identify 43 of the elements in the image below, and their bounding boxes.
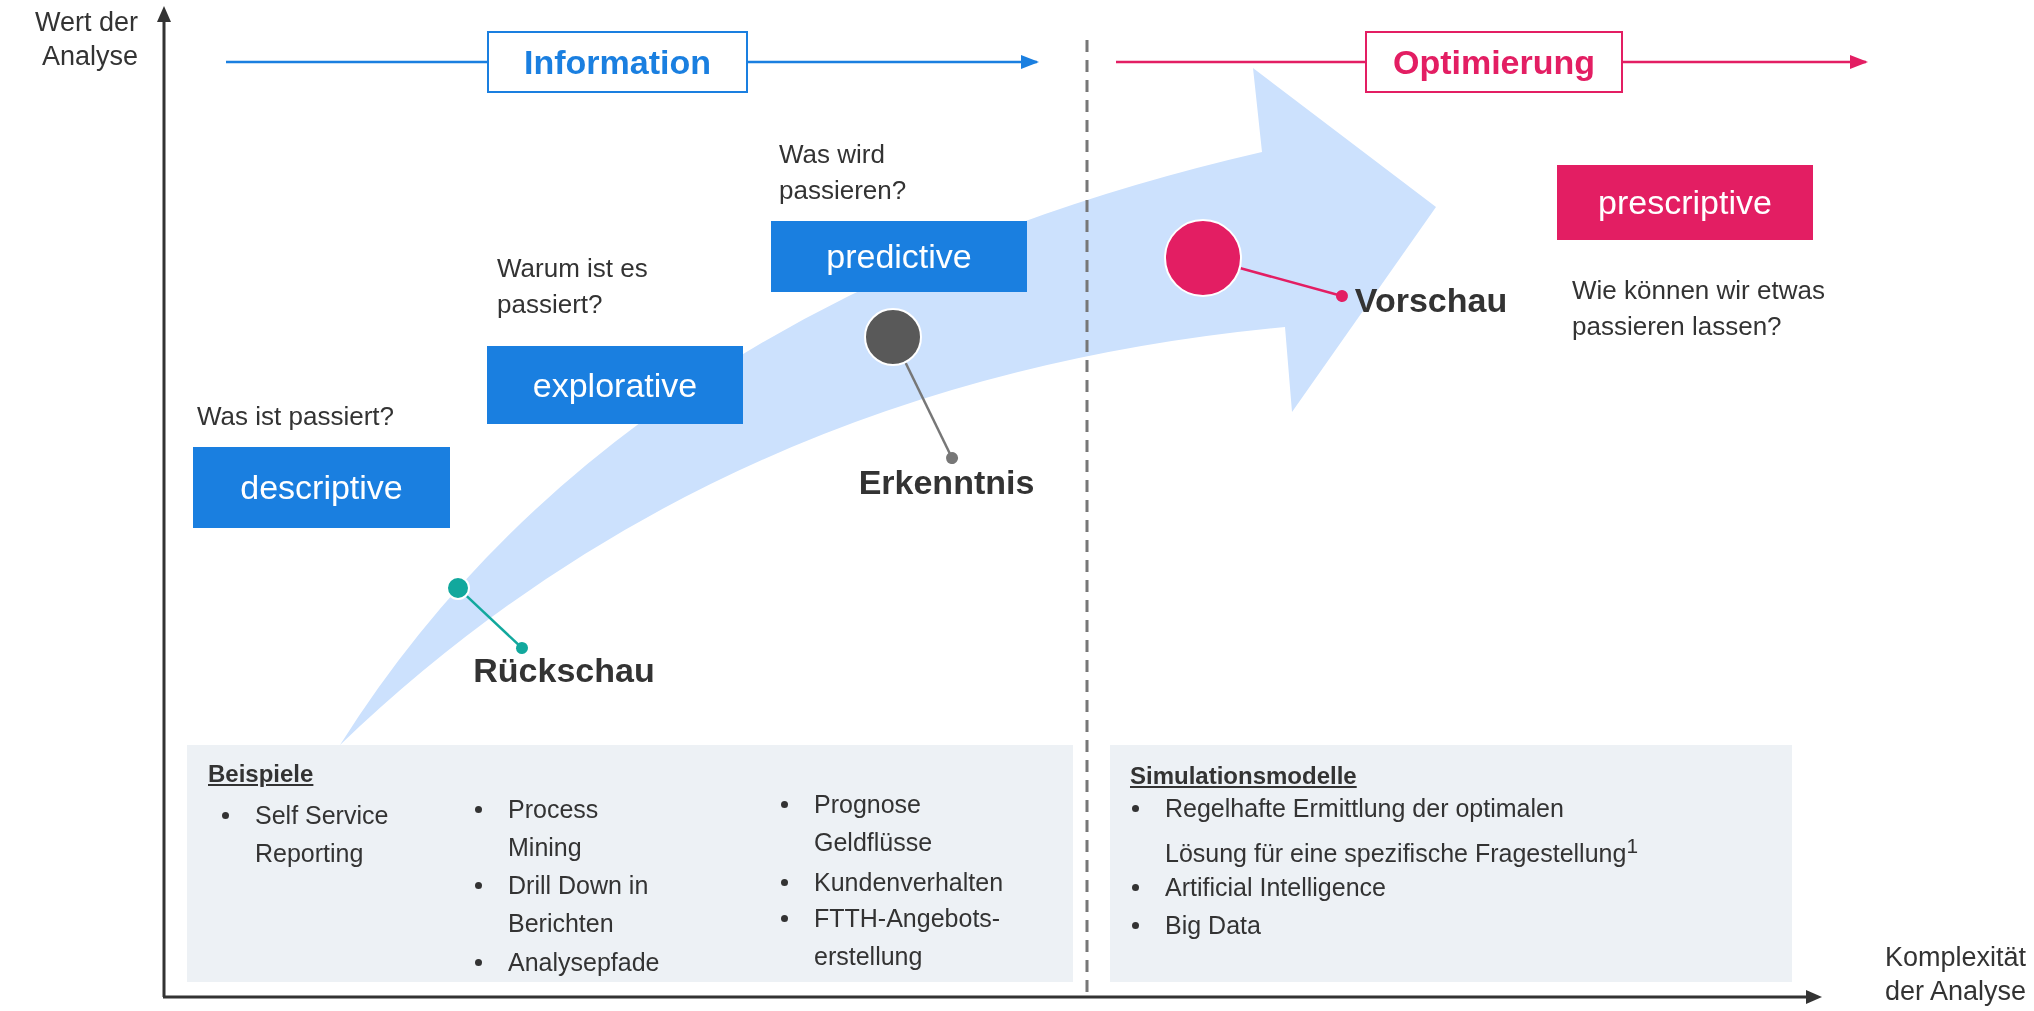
list-item: Artificial Intelligence <box>1165 872 1386 903</box>
phase-box <box>1365 31 1623 93</box>
list-item: Kundenverhalten <box>814 867 1004 898</box>
category-label: descriptive <box>240 468 403 507</box>
callout-label: Vorschau <box>1354 280 1508 320</box>
question-text: Wie können wir etwas passieren lassen? <box>1572 274 1826 343</box>
list-item: Big Data <box>1165 910 1261 941</box>
leader-line <box>904 362 958 464</box>
leader-line <box>465 595 528 654</box>
callout-label: Erkenntnis <box>858 462 1035 502</box>
category-label: predictive <box>826 237 972 276</box>
axis-label: Wert der Analyse <box>33 6 138 73</box>
category-box <box>487 346 743 424</box>
list-item: FTTH-Angebots-erstellung <box>814 903 1002 972</box>
list-item: Process Mining <box>508 794 600 863</box>
list-item: Regelhafte Ermittlung der optimalen Lösung für eine spezifische Fragestellung$^{1}$ <box>1165 793 1639 870</box>
arrow <box>748 55 1039 69</box>
list-item: Analysepfade <box>508 947 660 978</box>
callout-label: Rückschau <box>473 650 655 690</box>
category-label: explorative <box>532 365 698 405</box>
list-item: Prognose Geldflüsse <box>814 789 934 858</box>
category-label: prescriptive <box>1598 183 1772 222</box>
question-text: Warum ist es passiert? <box>497 252 649 321</box>
arrow <box>1623 55 1868 69</box>
list-item: Self Service Reporting <box>255 800 390 869</box>
leader-line <box>1240 267 1348 302</box>
panel-heading: Simulationsmodelle <box>1130 761 1357 791</box>
question-text: Was ist passiert? <box>197 400 394 433</box>
marker-dot <box>446 576 470 600</box>
category-box <box>1557 165 1813 240</box>
axis-label: Komplexität der Analyse <box>1883 941 2026 1008</box>
category-box <box>771 221 1027 292</box>
phase-box <box>487 31 748 93</box>
category-box <box>193 447 450 528</box>
examples-panel <box>187 745 1073 982</box>
phase-label: Information <box>524 42 711 82</box>
connector-line <box>226 60 487 64</box>
examples-panel <box>1110 745 1792 982</box>
panel-heading: Beispiele <box>208 759 314 789</box>
question-text: Was wird passieren? <box>779 138 908 207</box>
list-item: Drill Down in Berichten <box>508 870 650 939</box>
phase-label: Optimierung <box>1392 42 1596 82</box>
connector-line <box>1116 60 1365 64</box>
